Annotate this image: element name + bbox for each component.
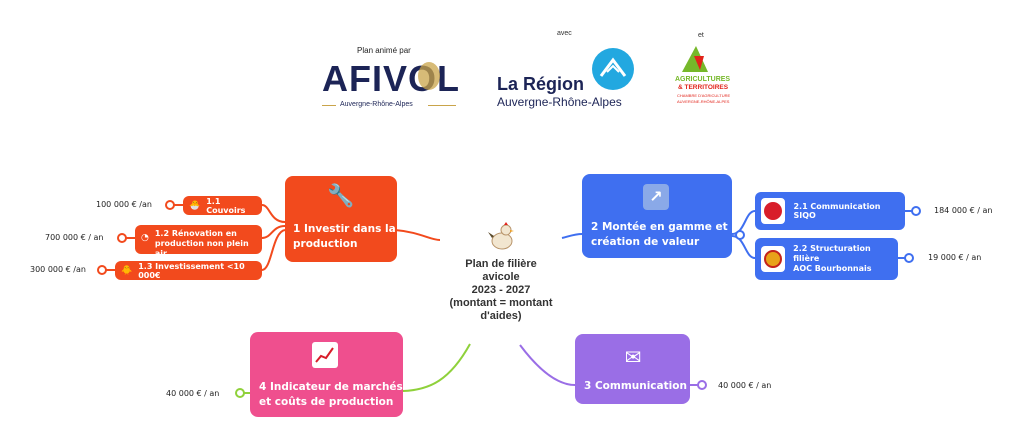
branch-4-line2: et coûts de production	[259, 396, 394, 408]
center-node[interactable]: Plan de filière avicole 2023 - 2027 (mon…	[436, 220, 566, 340]
center-title-line3: 2023 - 2027	[471, 284, 531, 296]
branch-3-communication[interactable]: ✉ 3 Communication	[575, 334, 690, 404]
sub-2-2-amount: 19 000 € / an	[928, 253, 982, 262]
wrench-icon: 🔧	[327, 184, 355, 209]
afivol-wheat-icon	[418, 62, 440, 90]
center-title-line5: d'aides)	[480, 310, 522, 322]
chick-icon: 🐥	[121, 265, 133, 276]
branch-1-investir[interactable]: 🔧 1 Investir dans la production	[285, 176, 397, 262]
sub-2-1-communication-siqo[interactable]: 2.1 Communication SIQO	[755, 192, 905, 230]
region-subtitle: Auvergne-Rhône-Alpes	[497, 95, 622, 109]
sub-1-1-amount: 100 000 € /an	[96, 200, 152, 209]
plan-anime-par-label: Plan animé par	[357, 46, 411, 55]
region-title: La Région	[497, 74, 585, 94]
chick-icon: 🐣	[189, 200, 201, 211]
branch-1-line1: 1 Investir dans la	[293, 223, 396, 235]
sub-2-2-structuration[interactable]: 2.2 Structuration filière AOC Bourbonnai…	[755, 238, 898, 280]
region-mountain-logo	[592, 48, 634, 90]
afivol-rule-left	[322, 105, 336, 106]
sub-1-3-investissement[interactable]: 🐥 1.3 Investissement <10 000€	[115, 261, 262, 280]
chambre-line-3: CHAMBRE D'AGRICULTURE	[677, 93, 731, 98]
branch-2-line2: création de valeur	[591, 236, 700, 248]
afivol-rule-right	[428, 105, 456, 106]
sub-1-3-amount: 300 000 € /an	[30, 265, 86, 274]
chart-up-icon	[312, 342, 338, 368]
branch-4-line1: 4 Indicateur de marchés	[259, 381, 403, 393]
branch-4-indicateur[interactable]: 4 Indicateur de marchés et coûts de prod…	[250, 332, 403, 417]
center-title-line1: Plan de filière	[465, 258, 537, 270]
center-title-line2: avicole	[482, 271, 520, 283]
et-label: et	[698, 32, 704, 39]
chart-up-icon-graphic	[315, 347, 334, 363]
chambre-line-2: & TERRITOIRES	[678, 84, 729, 91]
envelope-icon: ✉	[624, 345, 642, 369]
sub-2-1-label: 2.1 Communication SIQO	[793, 202, 881, 220]
branch-4-amount: 40 000 € / an	[166, 389, 220, 398]
avec-label: avec	[557, 30, 572, 37]
branch-3-label: 3 Communication	[584, 380, 687, 392]
branch-2-line1: 2 Montée en gamme et	[591, 221, 728, 233]
sub-2-1-amount: 184 000 € / an	[934, 206, 993, 215]
sub-1-2-renovation[interactable]: ◔ 1.2 Rénovation en production non plein…	[135, 225, 262, 258]
rooster-icon	[488, 222, 514, 250]
sub-2-2-line2: AOC Bourbonnais	[793, 264, 872, 273]
sub-1-1-couvoirs[interactable]: 🐣 1.1 Couvoirs	[183, 196, 262, 215]
sub-2-2-line1: 2.2 Structuration filière	[793, 244, 871, 263]
pie-chart-icon: ◔	[141, 233, 149, 243]
chambre-line-1: AGRICULTURES	[675, 76, 731, 83]
branch-1-line2: production	[293, 238, 358, 250]
sub-1-2-amount: 700 000 € / an	[45, 233, 104, 242]
afivol-region-label: Auvergne-Rhône-Alpes	[340, 101, 413, 108]
label-rouge-icon	[761, 198, 786, 224]
sub-1-3-label: 1.3 Investissement <10 000€	[138, 261, 245, 280]
chambre-line-4: AUVERGNE-RHÔNE-ALPES	[677, 99, 730, 104]
sub-1-2-line1: 1.2 Rénovation en	[154, 229, 237, 238]
aoc-seal-icon	[761, 246, 786, 272]
branch-2-montee-gamme[interactable]: ↗ 2 Montée en gamme et création de valeu…	[582, 174, 732, 258]
branch-3-amount: 40 000 € / an	[718, 381, 772, 390]
chambre-leaf-icon	[682, 46, 708, 72]
chambre-logo-mark	[680, 44, 710, 74]
center-title-line4: (montant = montant	[449, 297, 553, 309]
arrow-upright-icon: ↗	[643, 184, 669, 210]
mountain-icon	[599, 57, 627, 77]
sub-1-1-label: 1.1 Couvoirs	[206, 196, 246, 215]
sub-1-2-line2: production non plein air	[154, 239, 249, 258]
